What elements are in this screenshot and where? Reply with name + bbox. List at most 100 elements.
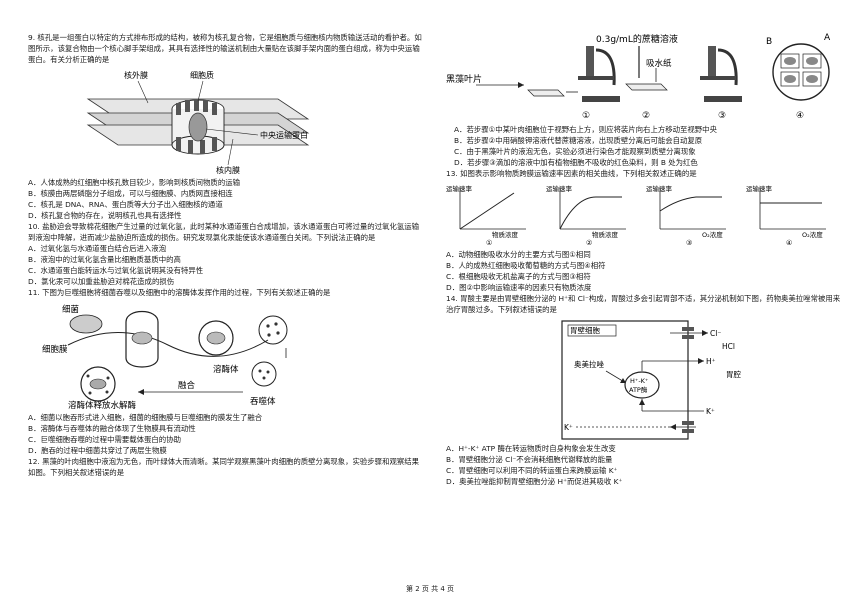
curve-3-number: ③ (686, 239, 692, 247)
q9-option-b[interactable]: B．核膜由两层磷脂分子组成，可以与细胞膜、内质网直接相连 (28, 189, 233, 198)
q14-option-c[interactable]: C．胃壁细胞可以利用不同的转运蛋白来跨膜运输 K⁺ (446, 466, 618, 475)
page-footer: 第 2 页 共 4 页 (405, 585, 455, 593)
q14-option-d[interactable]: D．奥美拉唑能抑制胃壁细胞分泌 H⁺而促进其吸收 K⁺ (446, 477, 623, 486)
transport-curves-figure: 运输速率 物质浓度 ① 运输速率 物质浓度 ② (446, 181, 841, 247)
gastric-cell-diagram: 胃壁细胞 Cl⁻ HCl 奥美拉唑 H⁺-K⁺ ATP酶 (561, 320, 741, 440)
gastric-cell-figure: 胃壁细胞 Cl⁻ HCl 奥美拉唑 H⁺-K⁺ ATP酶 (446, 317, 841, 441)
label-cl: Cl⁻ (710, 329, 721, 338)
q9-option-d[interactable]: D．核孔复合物的存在，说明核孔也具有选择性 (28, 211, 182, 220)
nuclear-pore-figure: 核外膜 细胞质 中央运输蛋白 核内膜 (28, 67, 423, 175)
q13-option-a[interactable]: A．动物细胞吸收水分的主要方式与图①相同 (446, 250, 591, 259)
right-column: 0.3g/mL的蔗糖溶液 吸水纸 黑藻叶片 (446, 32, 841, 487)
label-cell-membrane: 细胞膜 (42, 344, 68, 355)
question-10-stem: 10. 盐胁迫会导致棉花细胞产生过量的过氧化氢，此时某种水通道蛋白合成增加，该水… (28, 222, 420, 242)
curve-2-number: ② (586, 239, 592, 247)
label-fusion: 融合 (178, 380, 196, 391)
q13-option-b[interactable]: B．人的成熟红细胞吸收葡萄糖的方式与图④相符 (446, 261, 606, 270)
parietal-cell-outline (561, 320, 689, 440)
q12-option-b[interactable]: B．若步骤②中用硝酸钾溶液代替蔗糖溶液，出现质壁分离后可能会自动复原 (454, 136, 703, 145)
q12-option-a[interactable]: A．若步骤①中某叶肉细胞位于视野右上方，则应将装片向右上方移动至视野中央 (454, 125, 717, 134)
label-cytoplasm: 细胞质 (190, 70, 214, 80)
question-14: 14. 胃酸主要是由胃壁细胞分泌的 H⁺和 Cl⁻构成，胃酸过多会引起胃部不适，… (446, 293, 841, 487)
bacterium-shape (69, 314, 103, 334)
q10-option-a[interactable]: A．过氧化氢与水通道蛋白结合后进入液泡 (28, 244, 167, 253)
step-2: ② (642, 111, 650, 121)
q9-option-a[interactable]: A．人体成熟的红细胞中核孔数目较少，影响到核质间物质的运输 (28, 178, 240, 187)
label-h: H⁺ (706, 357, 716, 366)
label-k-in: K⁺ (706, 407, 715, 416)
q14-option-b[interactable]: B．胃壁细胞分泌 Cl⁻不会消耗细胞代谢释放的能量 (446, 455, 613, 464)
question-9-stem: 9. 核孔是一组蛋白以特定的方式排布形成的结构，被称为核孔复合物，它是细胞质与细… (28, 33, 422, 64)
question-14-stem: 14. 胃酸主要是由胃壁细胞分泌的 H⁺和 Cl⁻构成，胃酸过多会引起胃部不适，… (446, 294, 841, 314)
curve-1-ylabel: 运输速率 (446, 184, 473, 193)
phagocytosis-diagram: 细菌 细胞膜 溶酶体 溶酶体释放水解酶 融合 吞噬体 (42, 304, 288, 411)
label-k-out: K⁺ (564, 423, 573, 432)
label-lumen: 胃腔 (726, 369, 741, 379)
question-9: 9. 核孔是一组蛋白以特定的方式排布形成的结构，被称为核孔复合物，它是细胞质与细… (28, 32, 423, 221)
question-13: 13. 如图表示影响物质跨膜运输速率因素的相关曲线，下列相关叙述正确的是 运输速… (446, 168, 841, 293)
nuclear-pore-diagram: 核外膜 细胞质 中央运输蛋白 核内膜 (86, 70, 310, 175)
label-phagosome: 吞噬体 (250, 396, 276, 407)
curve-3: 运输速率 O₂浓度 ③ (646, 184, 726, 247)
q13-option-c[interactable]: C．根细胞吸收无机盐离子的方式与图③相符 (446, 272, 591, 281)
transport-curves: 运输速率 物质浓度 ① 运输速率 物质浓度 ② (446, 184, 826, 247)
q11-option-d[interactable]: D．胞吞的过程中细菌共穿过了两层生物膜 (28, 446, 167, 455)
q10-option-c[interactable]: C．水通道蛋白能转运水与过氧化氢说明其没有特异性 (28, 266, 204, 275)
label-outer-membrane: 核外膜 (124, 70, 148, 80)
q9-option-c[interactable]: C．核孔是 DNA、RNA、蛋白质等大分子出入细胞核的通道 (28, 200, 223, 209)
label-b: B (766, 37, 772, 47)
label-bacteria: 细菌 (62, 304, 79, 315)
microscope-1 (578, 46, 620, 102)
question-12: 12. 黑藻的叶肉细胞中液泡为无色，而叶绿体大而清晰。某同学观察黑藻叶肉细胞的质… (28, 456, 423, 478)
q11-option-b[interactable]: B．溶酶体与吞噬体的融合体现了生物膜具有流动性 (28, 424, 196, 433)
curve-1: 运输速率 物质浓度 ① (446, 184, 526, 247)
label-central-transport-protein: 中央运输蛋白 (260, 130, 308, 140)
curve-2-xlabel: 物质浓度 (592, 230, 619, 239)
question-10: 10. 盐胁迫会导致棉花细胞产生过量的过氧化氢，此时某种水通道蛋白合成增加，该水… (28, 221, 423, 287)
curve-2-ylabel: 运输速率 (546, 184, 573, 193)
curve-4-number: ④ (786, 239, 792, 247)
curve-3-ylabel: 运输速率 (646, 184, 673, 193)
label-parietal-cell: 胃壁细胞 (570, 325, 600, 335)
cell-membrane-line (67, 332, 269, 357)
q11-option-c[interactable]: C．巨噬细胞吞噬的过程中需要载体蛋白的协助 (28, 435, 181, 444)
q12-option-c[interactable]: C．由于黑藻叶片的液泡无色，实验必须进行染色才能观察到质壁分离现象 (454, 147, 696, 156)
plasmolysis-diagram: 0.3g/mL的蔗糖溶液 吸水纸 黑藻叶片 (446, 33, 831, 121)
curve-4: 运输速率 O₂浓度 ④ (746, 184, 826, 247)
label-omeprazole: 奥美拉唑 (574, 359, 604, 369)
label-pump-2: ATP酶 (629, 385, 648, 394)
left-column: 9. 核孔是一组蛋白以特定的方式排布形成的结构，被称为核孔复合物，它是细胞质与细… (28, 32, 423, 478)
q10-option-b[interactable]: B．液泡中的过氧化氢含量比细胞质基质中的高 (28, 255, 181, 264)
q13-option-d[interactable]: D．图②中影响运输速率的因素只有物质浓度 (446, 283, 592, 292)
step-3: ③ (718, 111, 726, 121)
question-13-stem: 13. 如图表示影响物质跨膜运输速率因素的相关曲线，下列相关叙述正确的是 (446, 169, 697, 178)
curve-3-xlabel: O₂浓度 (702, 230, 723, 239)
q10-option-d[interactable]: D．氯化汞可以加重盐胁迫对棉花造成的损伤 (28, 277, 175, 286)
label-leaf: 黑藻叶片 (446, 73, 482, 85)
q12-option-d[interactable]: D．若步骤③滴加的溶液中加有植物细胞不吸收的红色染料，则 B 处为红色 (454, 158, 698, 167)
label-absorbent-paper: 吸水纸 (646, 58, 672, 69)
label-lysosome: 溶酶体 (213, 364, 239, 375)
label-hcl: HCl (722, 342, 735, 351)
label-a: A (824, 33, 831, 43)
question-11: 11. 下图为巨噬细胞将细菌吞噬以及细胞中的溶酶体发挥作用的过程，下列有关叙述正… (28, 287, 423, 456)
step-1: ① (582, 111, 590, 121)
label-lysosome-release: 溶酶体释放水解酶 (68, 400, 137, 410)
label-sucrose-solution: 0.3g/mL的蔗糖溶液 (596, 33, 678, 45)
label-pump-1: H⁺-K⁺ (630, 377, 648, 385)
curve-1-xlabel: 物质浓度 (492, 230, 519, 239)
microscope-2 (700, 46, 742, 102)
label-inner-membrane: 核内膜 (216, 165, 240, 175)
curve-1-number: ① (486, 239, 492, 247)
curve-4-xlabel: O₂浓度 (802, 230, 823, 239)
proton-pump (624, 371, 660, 399)
step-4: ④ (796, 111, 804, 121)
plasmolysis-figure: 0.3g/mL的蔗糖溶液 吸水纸 黑藻叶片 (446, 30, 841, 122)
curve-4-ylabel: 运输速率 (746, 184, 773, 193)
question-12-stem: 12. 黑藻的叶肉细胞中液泡为无色，而叶绿体大而清晰。某同学观察黑藻叶肉细胞的质… (28, 457, 420, 477)
q14-option-a[interactable]: A．H⁺-K⁺ ATP 酶在转运物质时自身构象会发生改变 (446, 444, 616, 453)
curve-2: 运输速率 物质浓度 ② (546, 184, 626, 247)
q11-option-a[interactable]: A．细菌以胞吞形式进入细胞，细菌的细胞膜与巨噬细胞的膜发生了融合 (28, 413, 263, 422)
question-11-stem: 11. 下图为巨噬细胞将细菌吞噬以及细胞中的溶酶体发挥作用的过程，下列有关叙述正… (28, 288, 331, 297)
